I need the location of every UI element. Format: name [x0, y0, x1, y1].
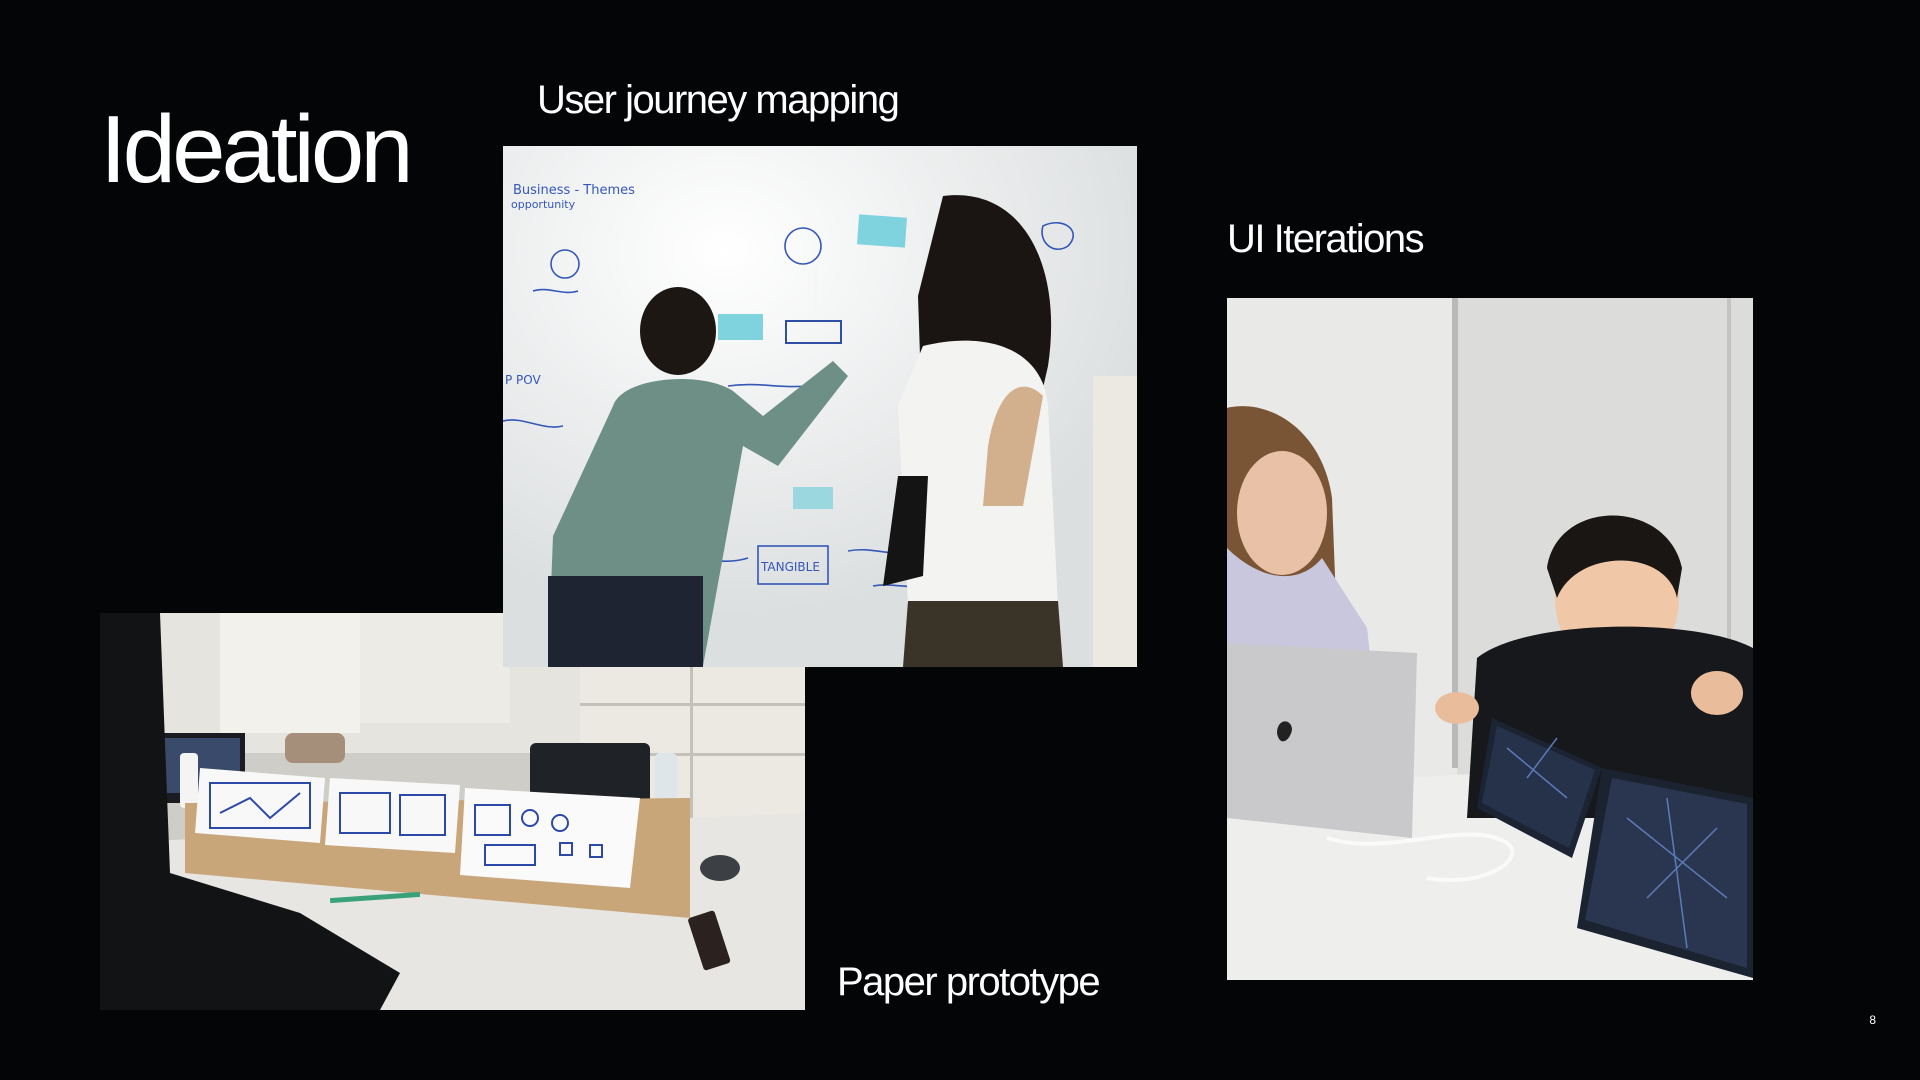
caption-ui-iterations: UI Iterations [1227, 217, 1425, 261]
ui-iterations-photo [1227, 298, 1753, 980]
user-journey-photo: Business - Themes opportunity P POV TANG… [503, 146, 1137, 667]
whiteboard-note-opportunity: opportunity [511, 198, 576, 211]
slide-title: Ideation [100, 96, 414, 203]
caption-user-journey-mapping: User journey mapping [537, 78, 900, 122]
paper-prototype-photo [100, 613, 805, 1010]
whiteboard-note-business: Business - Themes [513, 183, 635, 198]
whiteboard-note-tangible: TANGIBLE [760, 560, 820, 574]
page-number: 8 [1869, 1013, 1876, 1027]
whiteboard-note-pov: P POV [505, 373, 542, 387]
caption-paper-prototype: Paper prototype [837, 960, 1101, 1004]
